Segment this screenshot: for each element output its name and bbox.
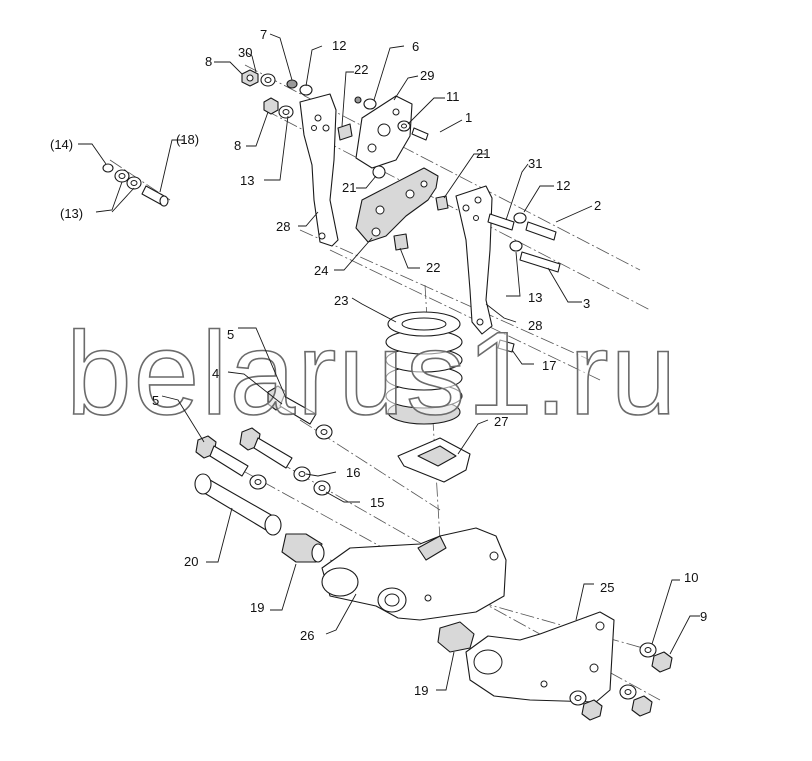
lower-bolts (195, 385, 333, 496)
callout-5a: 5 (227, 327, 234, 342)
callout-24: 24 (314, 263, 328, 278)
callout-9: 9 (700, 609, 707, 624)
callout-20: 20 (184, 554, 198, 569)
callout-26: 26 (300, 628, 314, 643)
spring-seat (397, 437, 471, 483)
optional-pin-set (102, 163, 169, 207)
callout-30: 30 (238, 45, 252, 60)
callout-1: 1 (465, 110, 472, 125)
callout-28a: 28 (276, 219, 290, 234)
callout-19a: 19 (250, 600, 264, 615)
callout-7: 7 (260, 27, 267, 42)
callout-3: 3 (583, 296, 590, 311)
callout-10: 10 (684, 570, 698, 585)
callout-14: (14) (50, 137, 73, 152)
callout-16: 16 (346, 465, 360, 480)
callout-4: 4 (212, 366, 219, 381)
callout-18: (18) (176, 132, 199, 147)
middle-plate (355, 167, 439, 243)
callout-8b: 8 (234, 138, 241, 153)
callout-12b: 12 (556, 178, 570, 193)
callout-12a: 12 (332, 38, 346, 53)
callout-2: 2 (594, 198, 601, 213)
spacers (337, 123, 449, 251)
upper-bracket (354, 95, 429, 169)
callout-13c: (13) (60, 206, 83, 221)
callout-5b: 5 (152, 393, 159, 408)
callout-22b: 22 (426, 260, 440, 275)
leader-lines (78, 33, 700, 691)
pin-and-bushings (194, 473, 475, 653)
callout-labels: 1 2 3 4 5 5 6 7 8 8 9 10 11 12 12 13 13 … (50, 27, 707, 698)
lever-left (299, 93, 339, 247)
callout-29: 29 (420, 68, 434, 83)
callout-28b: 28 (528, 318, 542, 333)
lever-right (455, 185, 561, 353)
callout-19b: 19 (414, 683, 428, 698)
callout-15: 15 (370, 495, 384, 510)
coil-spring (385, 311, 463, 425)
callout-23: 23 (334, 293, 348, 308)
top-fasteners (241, 69, 313, 119)
callout-22a: 22 (354, 62, 368, 77)
callout-21a: 21 (342, 180, 356, 195)
callout-25: 25 (600, 580, 614, 595)
callout-31: 31 (528, 156, 542, 171)
callout-6: 6 (412, 39, 419, 54)
callout-17: 17 (542, 358, 556, 373)
watermark: belarus1.ru (66, 308, 678, 440)
callout-21b: 21 (476, 146, 490, 161)
callout-27: 27 (494, 414, 508, 429)
housing (321, 527, 507, 621)
callout-11: 11 (446, 89, 460, 104)
callout-13a: 13 (240, 173, 254, 188)
callout-13b: 13 (528, 290, 542, 305)
side-bracket (465, 611, 673, 721)
callout-8a: 8 (205, 54, 212, 69)
